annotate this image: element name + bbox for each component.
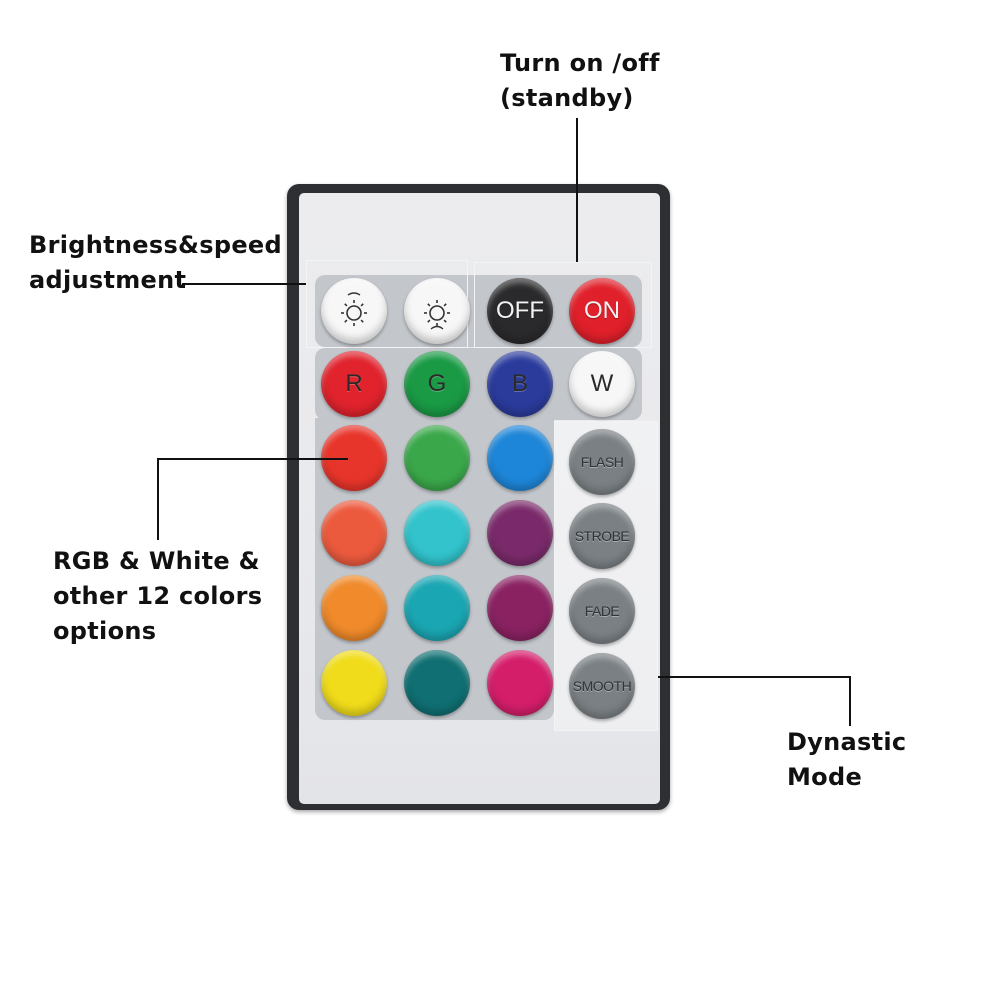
- brightness-annotation: Brightness&speed adjustment: [29, 228, 282, 298]
- dynamic-annotation: Dynastic Mode: [787, 725, 906, 795]
- smooth-button[interactable]: SMOOTH: [569, 653, 635, 719]
- on-button[interactable]: ON: [569, 278, 635, 344]
- color-button-r3c2[interactable]: [404, 500, 470, 566]
- color-button-r2c2[interactable]: [404, 425, 470, 491]
- brightness-down-button[interactable]: [321, 278, 387, 344]
- colors-callout-line-vertical: [157, 458, 159, 540]
- color-button-r5c1[interactable]: [321, 650, 387, 716]
- color-button-g[interactable]: G: [404, 351, 470, 417]
- smooth-button-label: SMOOTH: [572, 678, 632, 694]
- color-button-r4c2[interactable]: [404, 575, 470, 641]
- brightness-annotation-line-1: Brightness&speed: [29, 231, 282, 259]
- power-annotation-line-1: Turn on /off: [500, 49, 660, 77]
- brightness-callout-line: [182, 283, 306, 285]
- color-button-r3c3[interactable]: [487, 500, 553, 566]
- color-button-r5c2[interactable]: [404, 650, 470, 716]
- colors-callout-line-horizontal: [157, 458, 348, 460]
- color-button-r[interactable]: R: [321, 351, 387, 417]
- color-button-b-label: B: [511, 370, 528, 397]
- dynamic-annotation-line-1: Dynastic: [787, 728, 907, 756]
- color-button-r-label: R: [345, 370, 363, 397]
- dynamic-callout-line-horizontal: [658, 676, 851, 678]
- flash-button[interactable]: FLASH: [569, 429, 635, 495]
- power-highlight-box: [474, 262, 652, 348]
- power-callout-line: [576, 118, 578, 262]
- strobe-button[interactable]: STROBE: [569, 503, 635, 569]
- power-annotation-line-2: (standby): [500, 84, 634, 112]
- color-button-r5c3[interactable]: [487, 650, 553, 716]
- color-button-w-label: W: [590, 370, 614, 397]
- colors-annotation: RGB & White & other 12 colors options: [53, 544, 262, 649]
- color-button-b[interactable]: B: [487, 351, 553, 417]
- fade-button-label: FADE: [584, 603, 620, 619]
- dynamic-callout-line-vertical: [849, 676, 851, 726]
- color-button-g-label: G: [427, 370, 447, 397]
- color-button-r2c3[interactable]: [487, 425, 553, 491]
- strobe-button-label: STROBE: [574, 528, 630, 544]
- colors-annotation-line-1: RGB & White &: [53, 547, 260, 575]
- colors-annotation-line-3: options: [53, 617, 157, 645]
- fade-button[interactable]: FADE: [569, 578, 635, 644]
- color-button-r3c1[interactable]: [321, 500, 387, 566]
- off-button-label: OFF: [496, 297, 544, 324]
- dynamic-annotation-line-2: Mode: [787, 763, 863, 791]
- off-button[interactable]: OFF: [487, 278, 553, 344]
- color-button-r4c1[interactable]: [321, 575, 387, 641]
- brightness-up-icon: [417, 291, 457, 331]
- power-annotation: Turn on /off (standby): [500, 46, 660, 116]
- on-button-label: ON: [584, 297, 620, 324]
- brightness-up-button[interactable]: [404, 278, 470, 344]
- flash-button-label: FLASH: [580, 454, 624, 470]
- color-button-w[interactable]: W: [569, 351, 635, 417]
- colors-annotation-line-2: other 12 colors: [53, 582, 263, 610]
- brightness-down-icon: [334, 291, 374, 331]
- brightness-annotation-line-2: adjustment: [29, 266, 187, 294]
- color-button-r4c3[interactable]: [487, 575, 553, 641]
